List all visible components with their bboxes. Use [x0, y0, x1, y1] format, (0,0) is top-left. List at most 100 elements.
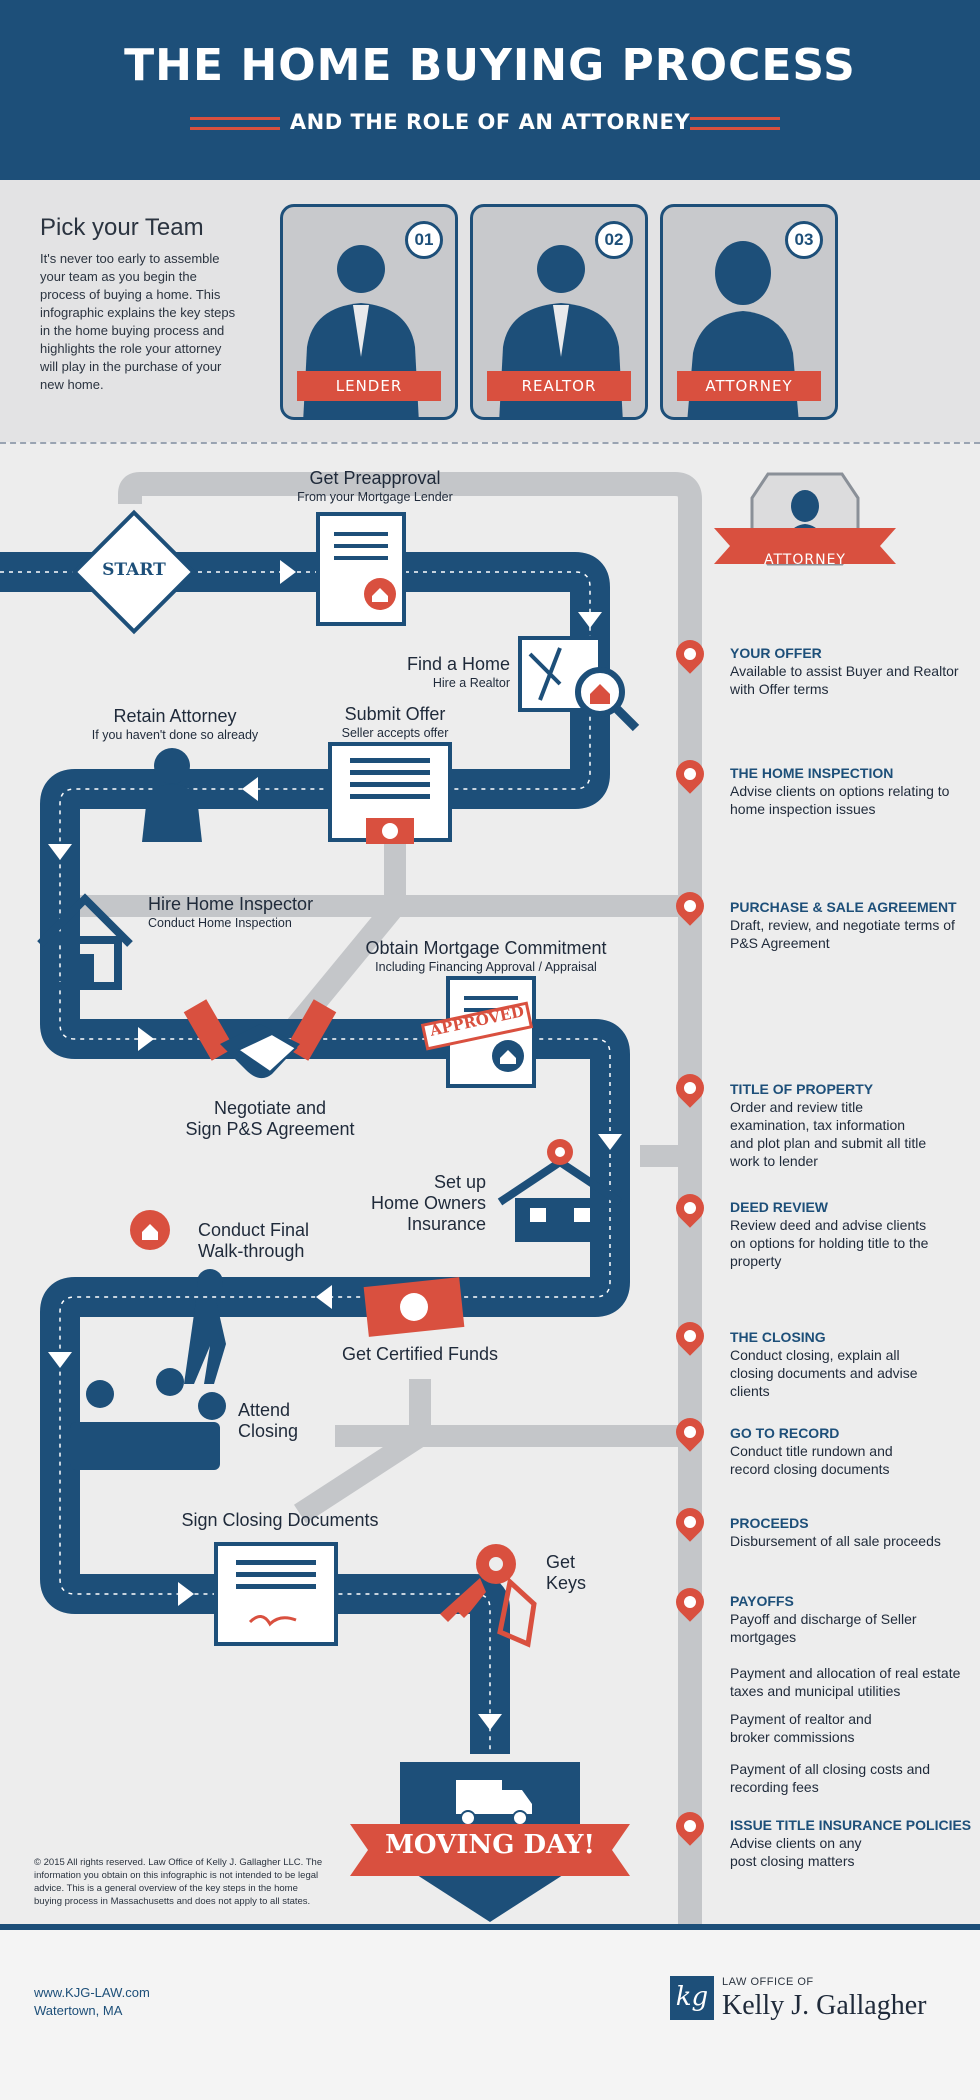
attorney-badge-label: ATTORNEY [764, 552, 846, 568]
attorney-role: THE CLOSING Conduct closing, explain all… [730, 1328, 920, 1400]
step-title-line-3: Insurance [406, 1214, 486, 1234]
step-hire-inspector: Hire Home Inspector Conduct Home Inspect… [148, 894, 368, 930]
page-title: THE HOME BUYING PROCESS [124, 40, 856, 91]
team-card-number: 01 [405, 221, 443, 259]
attorney-role: PROCEEDS Disbursement of all sale procee… [730, 1514, 970, 1550]
step-title: Sign Closing Documents [181, 1510, 379, 1530]
team-card-label: REALTOR [487, 371, 631, 401]
start-label: START [102, 560, 166, 580]
flow-arrow [280, 560, 296, 584]
step-submit-offer: Submit Offer Seller accepts offer [310, 704, 480, 740]
approved-document-icon [420, 976, 536, 1088]
step-subtitle: Conduct Home Inspection [148, 916, 292, 930]
header-banner: THE HOME BUYING PROCESS AND THE ROLE OF … [0, 0, 980, 180]
role-heading: GO TO RECORD [730, 1425, 840, 1441]
flow-arrow [478, 1714, 502, 1730]
step-title-line-1: Conduct Final [198, 1220, 310, 1240]
step-subtitle: Hire a Realtor [432, 676, 510, 690]
houses-insurance-icon [497, 1139, 623, 1242]
step-title: Get Preapproval [309, 468, 441, 488]
connector-closing [409, 1379, 690, 1447]
attorney-role: TITLE OF PROPERTY Order and review title… [730, 1080, 930, 1170]
attorney-role: GO TO RECORD Conduct title rundown and r… [730, 1424, 930, 1478]
offer-document-icon [328, 742, 452, 844]
step-subtitle: If you haven't done so already [91, 728, 259, 742]
attorney-role: THE HOME INSPECTION Advise clients on op… [730, 764, 970, 818]
step-subtitle: Including Financing Approval / Appraisal [375, 960, 597, 974]
attorney-track [118, 472, 702, 1924]
step-find-home: Find a Home Hire a Realtor [340, 654, 510, 690]
role-heading: YOUR OFFER [730, 645, 822, 661]
step-title: Obtain Mortgage Commitment [365, 938, 607, 958]
step-title: Get Certified Funds [341, 1344, 499, 1364]
closing-documents-icon [214, 1542, 338, 1646]
step-subtitle: Seller accepts offer [341, 726, 449, 740]
step-title-line-2: Sign P&S Agreement [185, 1119, 355, 1139]
role-heading: ISSUE TITLE INSURANCE POLICIES [730, 1817, 972, 1833]
step-title-line-2: Keys [546, 1573, 587, 1593]
role-body: Draft, review, and negotiate terms of P&… [730, 917, 955, 951]
role-body: Payoff and discharge of Seller mortgages [730, 1611, 917, 1645]
footer-contact: www.KJG-LAW.com Watertown, MA [34, 1984, 150, 2020]
title-rule-left-1 [190, 117, 280, 120]
step-title: Retain Attorney [113, 706, 237, 726]
copyright-footnote: © 2015 All rights reserved. Law Office o… [34, 1857, 323, 1907]
role-heading: PROCEEDS [730, 1515, 809, 1531]
role-heading: THE HOME INSPECTION [730, 765, 894, 781]
role-body: Conduct title rundown and record closing… [730, 1443, 893, 1477]
role-body: Advise clients on options relating to ho… [730, 783, 950, 817]
step-walkthrough: Conduct Final Walk-through [198, 1220, 358, 1262]
step-title-line-2: Closing [238, 1421, 299, 1441]
step-retain-attorney: Retain Attorney If you haven't done so a… [60, 706, 290, 742]
moving-day-shield [350, 1762, 630, 1922]
step-title-line-1: Get [546, 1552, 576, 1572]
house-inspection-icon [37, 893, 133, 990]
office-location: Watertown, MA [34, 2003, 123, 2018]
attorney-role: PAYOFFS Payoff and discharge of Seller m… [730, 1592, 970, 1646]
attorney-person-icon [142, 748, 202, 842]
step-title-line-2: Home Owners [370, 1193, 486, 1213]
moving-day-label: MOVING DAY! [385, 1830, 595, 1860]
walking-person-icon [130, 1210, 226, 1384]
website-link[interactable]: www.KJG-LAW.com [34, 1985, 150, 2000]
step-certified-funds: Get Certified Funds [320, 1344, 520, 1365]
title-rule-right-1 [690, 117, 780, 120]
team-card-attorney: 03 ATTORNEY [660, 204, 838, 420]
closing-table-icon [70, 1368, 226, 1470]
process-flow-diagram [0, 472, 896, 1924]
role-body: Advise clients on any post closing matte… [730, 1835, 862, 1869]
role-heading: PURCHASE & SALE AGREEMENT [730, 899, 957, 915]
footer-rule [0, 1924, 980, 1930]
cash-icon [363, 1277, 465, 1337]
logo-prefix: LAW OFFICE OF [722, 1976, 814, 1988]
attorney-role: DEED REVIEW Review deed and advise clien… [730, 1198, 930, 1270]
flow-arrow [316, 1285, 332, 1309]
logo-firm-name: Kelly J. Gallagher [722, 1990, 927, 2021]
role-body: Order and review title examination, tax … [730, 1099, 927, 1169]
title-rule-right-2 [690, 127, 780, 130]
flow-arrow [48, 1352, 72, 1368]
role-body: Payment of realtor and broker commission… [730, 1711, 872, 1745]
role-body: Payment of all closing costs and recordi… [730, 1761, 930, 1795]
step-title-line-1: Negotiate and [213, 1098, 327, 1118]
step-title: Hire Home Inspector [148, 894, 314, 914]
step-sign-documents: Sign Closing Documents [170, 1510, 390, 1531]
role-heading: THE CLOSING [730, 1329, 826, 1345]
role-body: Disbursement of all sale proceeds [730, 1533, 941, 1549]
start-badge [71, 509, 197, 635]
connector-offer [384, 844, 690, 917]
title-rule-left-2 [190, 127, 280, 130]
step-get-keys: Get Keys [546, 1552, 626, 1594]
step-title-line-1: Attend [238, 1400, 291, 1420]
step-title-line-1: Set up [433, 1172, 486, 1192]
flow-arrow [578, 612, 602, 628]
step-title-line-2: Walk-through [198, 1241, 305, 1261]
team-card-label: ATTORNEY [677, 371, 821, 401]
step-insurance: Set up Home Owners Insurance [340, 1172, 486, 1235]
page-subtitle: AND THE ROLE OF AN ATTORNEY [289, 110, 691, 134]
flow-arrow [138, 1027, 154, 1051]
firm-logo-icon: kg [670, 1976, 714, 2020]
team-card-number: 02 [595, 221, 633, 259]
role-body: Payment and allocation of real estate ta… [730, 1665, 961, 1699]
handshake-icon [183, 999, 337, 1079]
